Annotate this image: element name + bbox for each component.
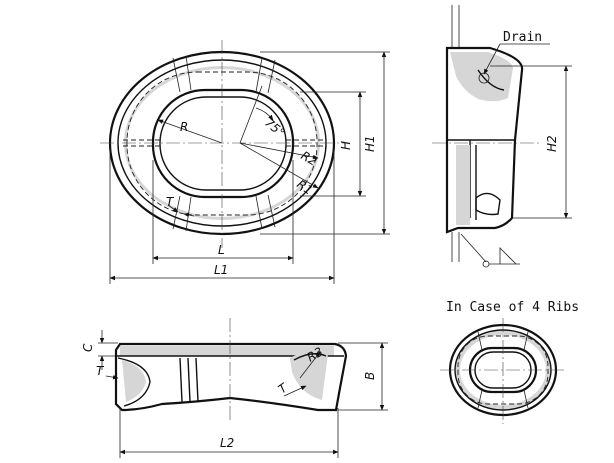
svg-text:H: H bbox=[339, 141, 353, 150]
inner-opening bbox=[151, 88, 295, 199]
side-top-shading bbox=[450, 52, 513, 102]
dimension-L1: L1 bbox=[109, 150, 335, 284]
svg-text:C: C bbox=[81, 343, 95, 352]
svg-text:L: L bbox=[218, 243, 225, 257]
four-ribs-caption: In Case of 4 Ribs bbox=[446, 300, 579, 315]
svg-text:H2: H2 bbox=[545, 135, 559, 152]
label-R: R bbox=[180, 120, 188, 134]
svg-text:L1: L1 bbox=[214, 263, 228, 277]
radius-R1-leader bbox=[239, 142, 319, 189]
angle-arc bbox=[255, 107, 274, 121]
svg-text:H1: H1 bbox=[363, 135, 377, 152]
front-left-groove bbox=[117, 357, 151, 407]
front-body-outline bbox=[114, 342, 348, 412]
dimension-C: C bbox=[81, 330, 118, 370]
angle-leg bbox=[239, 85, 263, 144]
front-top-band bbox=[120, 346, 334, 356]
svg-text:B: B bbox=[363, 372, 377, 380]
radius-R2-leader bbox=[239, 142, 319, 160]
front-view: C T T R3 B L2 bbox=[81, 318, 388, 458]
dimension-H2: H2 bbox=[490, 65, 572, 219]
side-view: H2 Drain bbox=[432, 5, 572, 268]
four-ribs-view: In Case of 4 Ribs bbox=[440, 300, 579, 424]
label-T-front-left: T bbox=[96, 364, 105, 378]
weld-symbol bbox=[460, 233, 520, 268]
drain-label: Drain bbox=[503, 30, 542, 45]
dimension-H: H bbox=[300, 91, 366, 197]
label-T-top: T bbox=[166, 195, 175, 209]
label-R2: R2 bbox=[299, 148, 320, 168]
dimension-L2: L2 bbox=[119, 408, 339, 458]
svg-text:L2: L2 bbox=[220, 436, 234, 450]
thickness-T-arrow bbox=[167, 204, 179, 213]
radius-R-leader bbox=[157, 119, 223, 144]
top-view: R 75° R1 R2 T H H1 L bbox=[100, 40, 390, 284]
front-right-shading bbox=[290, 350, 328, 400]
dimension-B: B bbox=[338, 342, 388, 411]
inner-opening-lip bbox=[159, 96, 287, 191]
lower-rib bbox=[475, 192, 501, 216]
dimension-H1: H1 bbox=[260, 51, 390, 235]
label-R3: R3 bbox=[305, 344, 326, 364]
drain-hole bbox=[477, 69, 505, 91]
drain-leader bbox=[483, 43, 501, 75]
ribs bbox=[120, 55, 326, 232]
front-middle-rib bbox=[179, 357, 199, 403]
dimension-L: L bbox=[152, 160, 294, 264]
